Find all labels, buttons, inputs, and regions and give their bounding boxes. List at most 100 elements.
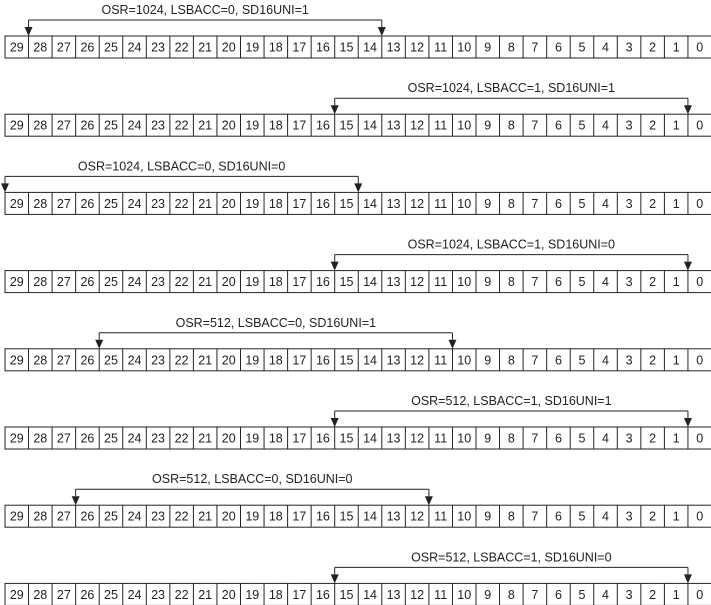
bit-cell-label: 2 — [649, 432, 656, 446]
bit-cell-label: 6 — [555, 197, 562, 211]
bit-cell-label: 21 — [198, 588, 212, 602]
bit-cell-label: 21 — [198, 275, 212, 289]
bit-cell-label: 3 — [626, 197, 633, 211]
bit-cell-label: 13 — [387, 588, 401, 602]
bit-cell-label: 11 — [434, 353, 447, 367]
bit-cell-label: 20 — [222, 432, 236, 446]
bit-cell-label: 27 — [57, 588, 71, 602]
bit-cell-label: 19 — [245, 510, 259, 524]
bit-cell-label: 25 — [104, 510, 118, 524]
bit-cell-label: 7 — [531, 197, 538, 211]
bit-cell-label: 23 — [151, 588, 165, 602]
bit-cell-label: 18 — [269, 119, 283, 133]
bit-cell-label: 3 — [626, 510, 633, 524]
bit-cell-label: 2 — [649, 41, 656, 55]
bit-cell-label: 24 — [128, 41, 142, 55]
bit-cell-label: 27 — [57, 197, 71, 211]
bit-cell-label: 15 — [340, 510, 354, 524]
bit-cell-label: 21 — [198, 432, 212, 446]
bit-cell-label: 17 — [292, 588, 306, 602]
bit-cell-label: 22 — [175, 197, 189, 211]
bit-cell-label: 7 — [531, 275, 538, 289]
bit-cell-label: 29 — [10, 41, 24, 55]
bit-cell-label: 9 — [484, 41, 491, 55]
bit-cell-label: 8 — [508, 275, 515, 289]
bit-cell-label: 13 — [387, 353, 401, 367]
bit-cell-label: 16 — [316, 353, 330, 367]
bit-cell-label: 7 — [531, 510, 538, 524]
bit-cell-label: 19 — [245, 119, 259, 133]
bit-cell-label: 10 — [457, 432, 471, 446]
bit-cell-label: 10 — [457, 197, 471, 211]
bit-cell-label: 14 — [363, 197, 377, 211]
bit-cell-label: 13 — [387, 41, 401, 55]
bit-cell-label: 21 — [198, 41, 212, 55]
bit-cell-label: 29 — [10, 197, 24, 211]
bit-cell-label: 28 — [33, 41, 47, 55]
bit-cell-label: 4 — [602, 197, 609, 211]
bit-cell-label: 0 — [696, 275, 703, 289]
bit-cell-label: 5 — [578, 588, 585, 602]
bit-cell-label: 17 — [292, 275, 306, 289]
lsb-arrow-icon — [424, 496, 433, 506]
config-label: OSR=512, LSBACC=1, SD16UNI=0 — [411, 550, 611, 564]
bit-cell-label: 6 — [555, 119, 562, 133]
bit-cell-label: 2 — [649, 197, 656, 211]
bit-cell-label: 5 — [578, 197, 585, 211]
bit-cell-label: 4 — [602, 275, 609, 289]
bit-cell-label: 22 — [175, 275, 189, 289]
bit-cell-label: 5 — [578, 510, 585, 524]
bit-cell-label: 4 — [602, 588, 609, 602]
bit-cell-label: 19 — [245, 197, 259, 211]
bit-cell-label: 3 — [626, 432, 633, 446]
bit-cell-label: 17 — [292, 41, 306, 55]
bit-cell-label: 29 — [10, 588, 24, 602]
bit-cell-label: 9 — [484, 275, 491, 289]
bit-cell-label: 27 — [57, 353, 71, 367]
bit-cell-label: 3 — [626, 353, 633, 367]
bit-cell-label: 9 — [484, 510, 491, 524]
bit-cell-label: 3 — [626, 588, 633, 602]
bit-cell-label: 10 — [457, 275, 471, 289]
bit-cell-label: 11 — [434, 510, 447, 524]
bit-cell-label: 18 — [269, 41, 283, 55]
bit-cell-label: 5 — [578, 353, 585, 367]
bit-cell-label: 14 — [363, 119, 377, 133]
lsb-arrow-icon — [683, 574, 692, 584]
lsb-arrow-icon — [448, 339, 457, 349]
bit-cell-label: 28 — [33, 197, 47, 211]
bit-cell-label: 6 — [555, 432, 562, 446]
bit-cell-label: 0 — [696, 432, 703, 446]
bit-cell-label: 1 — [673, 353, 680, 367]
bit-cell-label: 22 — [175, 588, 189, 602]
bit-cell-label: 5 — [578, 432, 585, 446]
bit-cell-label: 14 — [363, 353, 377, 367]
bit-cell-label: 0 — [696, 510, 703, 524]
bit-cell-label: 28 — [33, 119, 47, 133]
bit-cell-label: 18 — [269, 510, 283, 524]
bit-cell-label: 20 — [222, 119, 236, 133]
bit-cell-label: 11 — [434, 275, 447, 289]
msb-arrow-icon — [330, 418, 339, 427]
bit-cell-label: 1 — [673, 510, 680, 524]
bit-cell-label: 26 — [80, 197, 94, 211]
bit-cell-label: 1 — [673, 275, 680, 289]
bit-cell-label: 27 — [57, 510, 71, 524]
bit-cell-label: 17 — [292, 197, 306, 211]
lsb-arrow-icon — [683, 261, 692, 271]
config-label: OSR=512, LSBACC=0, SD16UNI=0 — [152, 472, 352, 486]
bit-cell-label: 7 — [531, 588, 538, 602]
bit-cell-label: 0 — [696, 197, 703, 211]
bit-cell-label: 29 — [10, 119, 24, 133]
bit-cell-label: 22 — [175, 119, 189, 133]
bit-cell-label: 6 — [555, 588, 562, 602]
bit-cell-label: 14 — [363, 41, 377, 55]
bit-cell-label: 12 — [410, 41, 424, 55]
msb-arrow-icon — [330, 574, 339, 584]
bit-cell-label: 24 — [128, 432, 142, 446]
